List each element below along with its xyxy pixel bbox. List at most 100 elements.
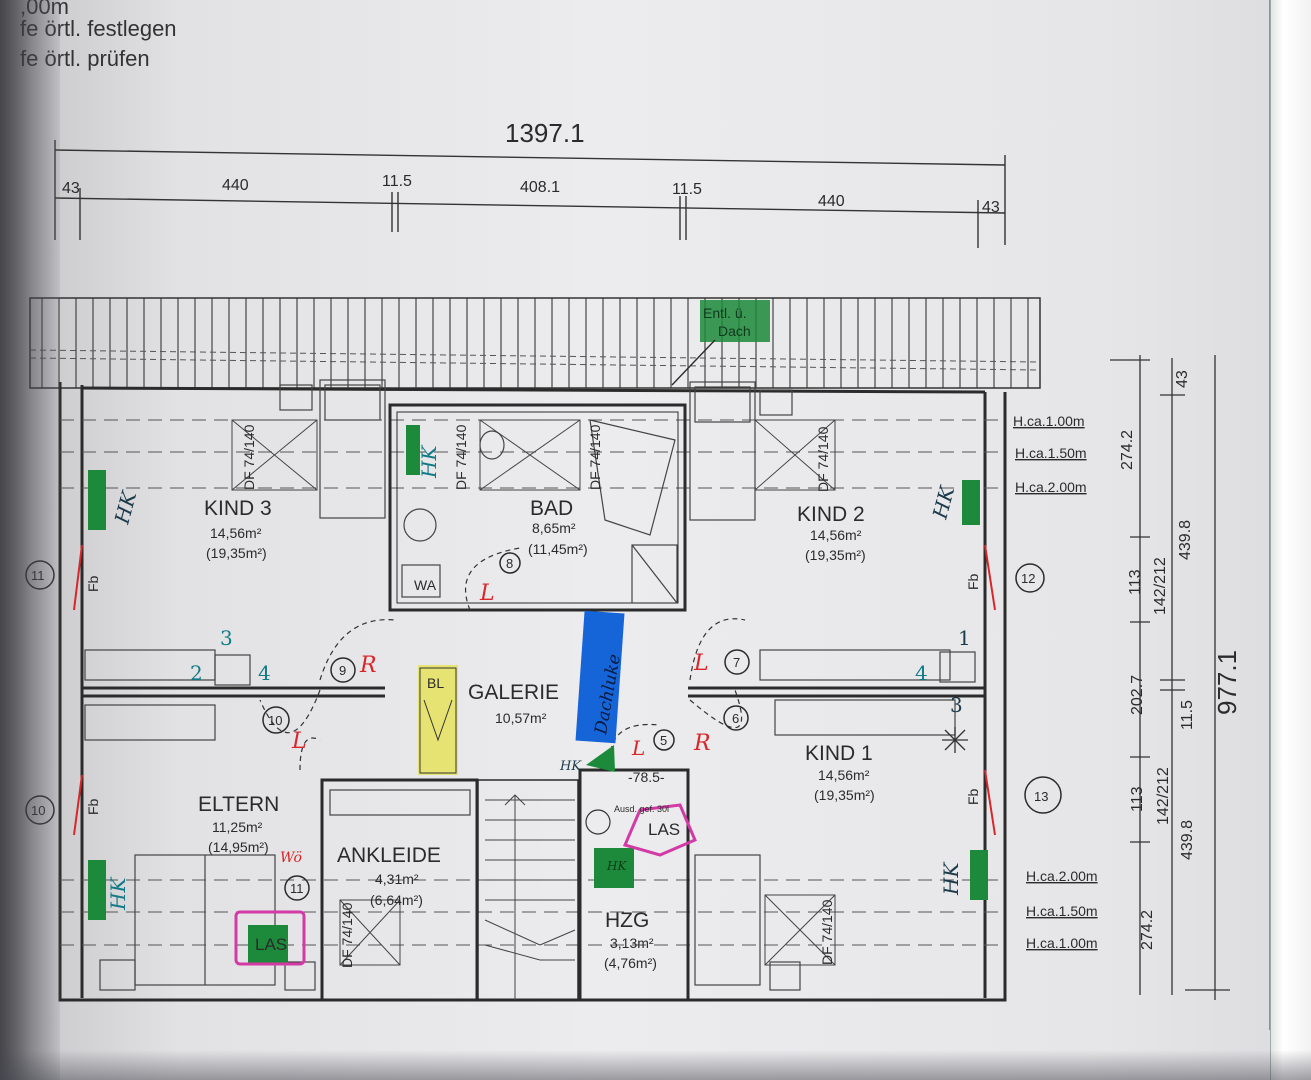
room-galerie-area: 10,57m² (495, 710, 547, 726)
ausd-label: Ausd. gef. 30l (614, 804, 669, 814)
total-width-dim: 1397.1 (505, 118, 585, 148)
mark-4-kind3: 4 (258, 661, 271, 685)
room-ankleide-area: 4,31m² (375, 871, 419, 887)
dim-seg-3: 408.1 (520, 179, 560, 196)
bl-label: BL (427, 675, 444, 691)
height-top-1: H.ca.1.50m (1015, 445, 1087, 461)
mark-3-kind3: 3 (220, 626, 233, 650)
las-markers (234, 803, 697, 966)
room-hzg-gross: (4,76m²) (604, 955, 657, 971)
room-kind1-gross: (19,35m²) (814, 787, 875, 803)
dim-seg-6: 43 (982, 199, 1000, 216)
ceiling-light-icon (942, 727, 968, 753)
dim-h-1: 113 (1127, 569, 1144, 595)
dim-seg-1: 440 (222, 177, 249, 194)
interior-walls (82, 403, 985, 1002)
dim-outer-2: 11.5 (1179, 700, 1196, 730)
dim-h-3: 113 (1129, 786, 1146, 812)
room-kind1-name: KIND 1 (805, 742, 873, 765)
binding-shadow (0, 0, 60, 1080)
teal-marks: 3 2 4 1 4 3 (190, 626, 971, 717)
dim-knee-1: 142/212 (1155, 767, 1172, 825)
dach-label: Dach (718, 323, 751, 339)
room-ankleide-gross: (6,64m²) (370, 892, 423, 908)
green-markers (88, 300, 988, 963)
circle-11-eltern: 11 (290, 881, 304, 896)
circle-9: 9 (339, 663, 346, 678)
mark-1-kind2: 1 (958, 626, 971, 650)
room-eltern-area: 11,25m² (212, 819, 263, 835)
entl-label: Entl. ü. (703, 305, 747, 321)
bl-cabinet: BL (418, 665, 458, 775)
wa-label: WA (414, 577, 437, 593)
right-dimension-chain (1110, 355, 1230, 1000)
room-bad-name: BAD (530, 497, 573, 520)
height-bottom-0: H.ca.2.00m (1026, 868, 1098, 884)
dim-outer-1: 439.8 (1177, 520, 1194, 560)
height-top-0: H.ca.1.00m (1013, 413, 1085, 429)
circle-10: 10 (268, 713, 282, 728)
circle-7: 7 (733, 655, 740, 670)
mark-l-hzg: L (631, 736, 645, 760)
room-kind1-area: 14,56m² (818, 767, 870, 783)
circle-5: 5 (660, 733, 667, 748)
mark-r-galerie-left: R (359, 653, 377, 678)
room-eltern-gross: (14,95m²) (208, 839, 269, 855)
mark-3-kind1: 3 (950, 693, 963, 717)
dim-seg-2: 11.5 (382, 173, 412, 190)
fb-label-kind1: Fb (965, 788, 981, 805)
room-kind3-name: KIND 3 (204, 497, 272, 520)
fb-label-kind2: Fb (965, 573, 981, 590)
hk-mark-hzg: HK (606, 859, 627, 873)
dim-h-0: 274.2 (1119, 430, 1136, 470)
mark-l-bad: L (479, 581, 495, 606)
dachluke-marker: Dachluke (575, 610, 625, 744)
dim-outer-0: 43 (1174, 370, 1191, 388)
mark-2-kind3: 2 (190, 661, 203, 685)
room-ankleide-name: ANKLEIDE (337, 844, 441, 867)
fb-label-eltern: Fb (85, 798, 101, 815)
dim-knee-0: 142/212 (1152, 557, 1169, 615)
dim-h-2: 202.7 (1129, 675, 1146, 715)
df-label-kind3: DF 74/140 (241, 424, 257, 490)
height-bottom-2: H.ca.1.00m (1026, 935, 1098, 951)
room-kind2-area: 14,56m² (810, 527, 862, 543)
df-label-bad-2: DF 74/140 (587, 424, 603, 490)
circle-13: 13 (1034, 789, 1048, 804)
df-label-kind1: DF 74/140 (819, 899, 835, 965)
df-label-bad-1: DF 74/140 (453, 424, 469, 490)
roof-eave (29, 297, 1041, 389)
total-depth-dim: 977.1 (1212, 650, 1242, 715)
staircase (484, 794, 576, 1000)
hk-mark-galerie: HK (559, 759, 582, 774)
height-top-2: H.ca.2.00m (1015, 479, 1087, 495)
circle-numbers: 11 12 10 13 8 7 6 5 9 10 11 (31, 556, 1048, 896)
bath-fixtures (401, 419, 678, 604)
hk-mark-kind2: HK (927, 483, 959, 522)
dim-seg-0: 43 (62, 180, 80, 197)
room-kind2-gross: (19,35m²) (805, 547, 866, 563)
dim-seg-5: 440 (818, 193, 845, 210)
furniture (84, 379, 976, 991)
room-kind3-area: 14,56m² (210, 525, 262, 541)
mark-l-eltern: L (291, 729, 307, 754)
circle-8: 8 (506, 556, 513, 571)
room-bad-gross: (11,45m²) (528, 541, 588, 557)
room-hzg-area: 3,13m² (610, 935, 654, 951)
dim-seg-4: 11.5 (672, 181, 702, 198)
df-label-kind2: DF 74/140 (815, 426, 831, 492)
las-label-hzg: LAS (648, 820, 680, 839)
room-kind3-gross: (19,35m²) (206, 545, 267, 561)
circle-12: 12 (1021, 571, 1035, 586)
room-galerie-name: GALERIE (468, 681, 559, 704)
bottom-shadow (0, 1050, 1311, 1080)
page-edge (1270, 0, 1311, 1080)
fb-label-kind3: Fb (85, 575, 101, 592)
hk-mark-kind1: HK (939, 862, 963, 896)
mark-wo: Wö (280, 850, 302, 866)
mark-l-kind2: L (693, 651, 709, 676)
room-bad-area: 8,65m² (532, 520, 576, 536)
height-bottom-1: H.ca.1.50m (1026, 903, 1098, 919)
